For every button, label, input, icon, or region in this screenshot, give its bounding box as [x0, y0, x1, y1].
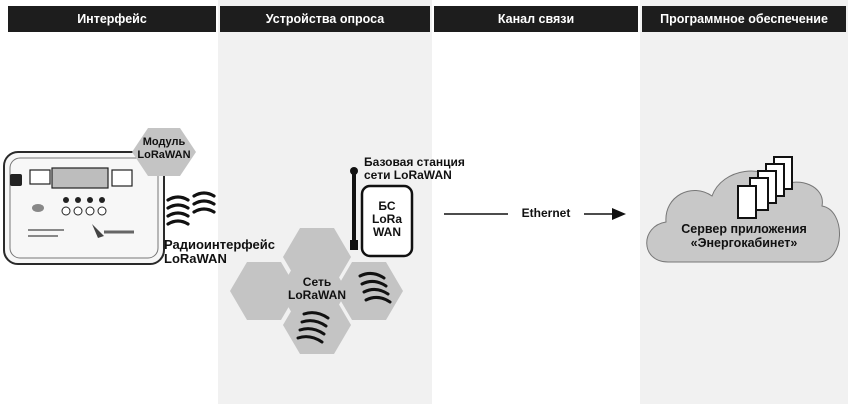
module-label-line1: Модуль [142, 136, 186, 148]
network-waves-bottom-icon [296, 311, 330, 344]
column-bg-channel [432, 0, 640, 404]
module-label: Модуль LoRaWAN [130, 136, 198, 162]
energy-meter-device [3, 151, 165, 265]
bs-box-line2: LoRa [372, 212, 402, 226]
server-label: Сервер приложения «Энергокабинет» [662, 222, 826, 250]
header-polling-devices: Устройства опроса [220, 6, 430, 32]
network-waves-right-icon [358, 271, 392, 304]
network-label: Сеть LoRaWAN [282, 276, 352, 302]
base-station-box [360, 184, 414, 258]
documents-icon [737, 156, 793, 219]
radio-label-line2: LoRaWAN [164, 251, 227, 266]
base-station-label: Базовая станция сети LoRaWAN [364, 156, 465, 182]
network-label-line2: LoRaWAN [288, 288, 346, 302]
radio-interface-label: Радиоинтерфейс LoRaWAN [164, 238, 275, 266]
base-station-label-line1: Базовая станция [364, 155, 465, 169]
network-label-line1: Сеть [302, 275, 332, 289]
bs-box-line3: WAN [373, 225, 401, 239]
ethernet-arrow-head [612, 208, 626, 220]
module-label-line2: LoRaWAN [137, 149, 191, 161]
radio-label-line1: Радиоинтерфейс [164, 237, 275, 252]
meter-display [51, 167, 109, 189]
radio-waves-icon [166, 191, 216, 226]
module-hexagon [132, 128, 196, 176]
bs-box-line1: БС [378, 199, 396, 213]
network-hexagon-left [230, 262, 298, 320]
header-software: Программное обеспечение [642, 6, 846, 32]
ethernet-label: Ethernet [521, 206, 571, 220]
base-station-box-label: БС LoRa WAN [362, 200, 412, 239]
header-interface: Интерфейс [8, 6, 216, 32]
server-label-line1: Сервер приложения [681, 222, 807, 236]
server-label-line2: «Энергокабинет» [690, 236, 798, 250]
network-hexagon-bottom [283, 296, 351, 354]
base-station-label-line2: сети LoRaWAN [364, 168, 452, 182]
meter-port-icon [10, 174, 22, 186]
header-communication-channel: Канал связи [434, 6, 638, 32]
antenna-icon [350, 167, 358, 250]
